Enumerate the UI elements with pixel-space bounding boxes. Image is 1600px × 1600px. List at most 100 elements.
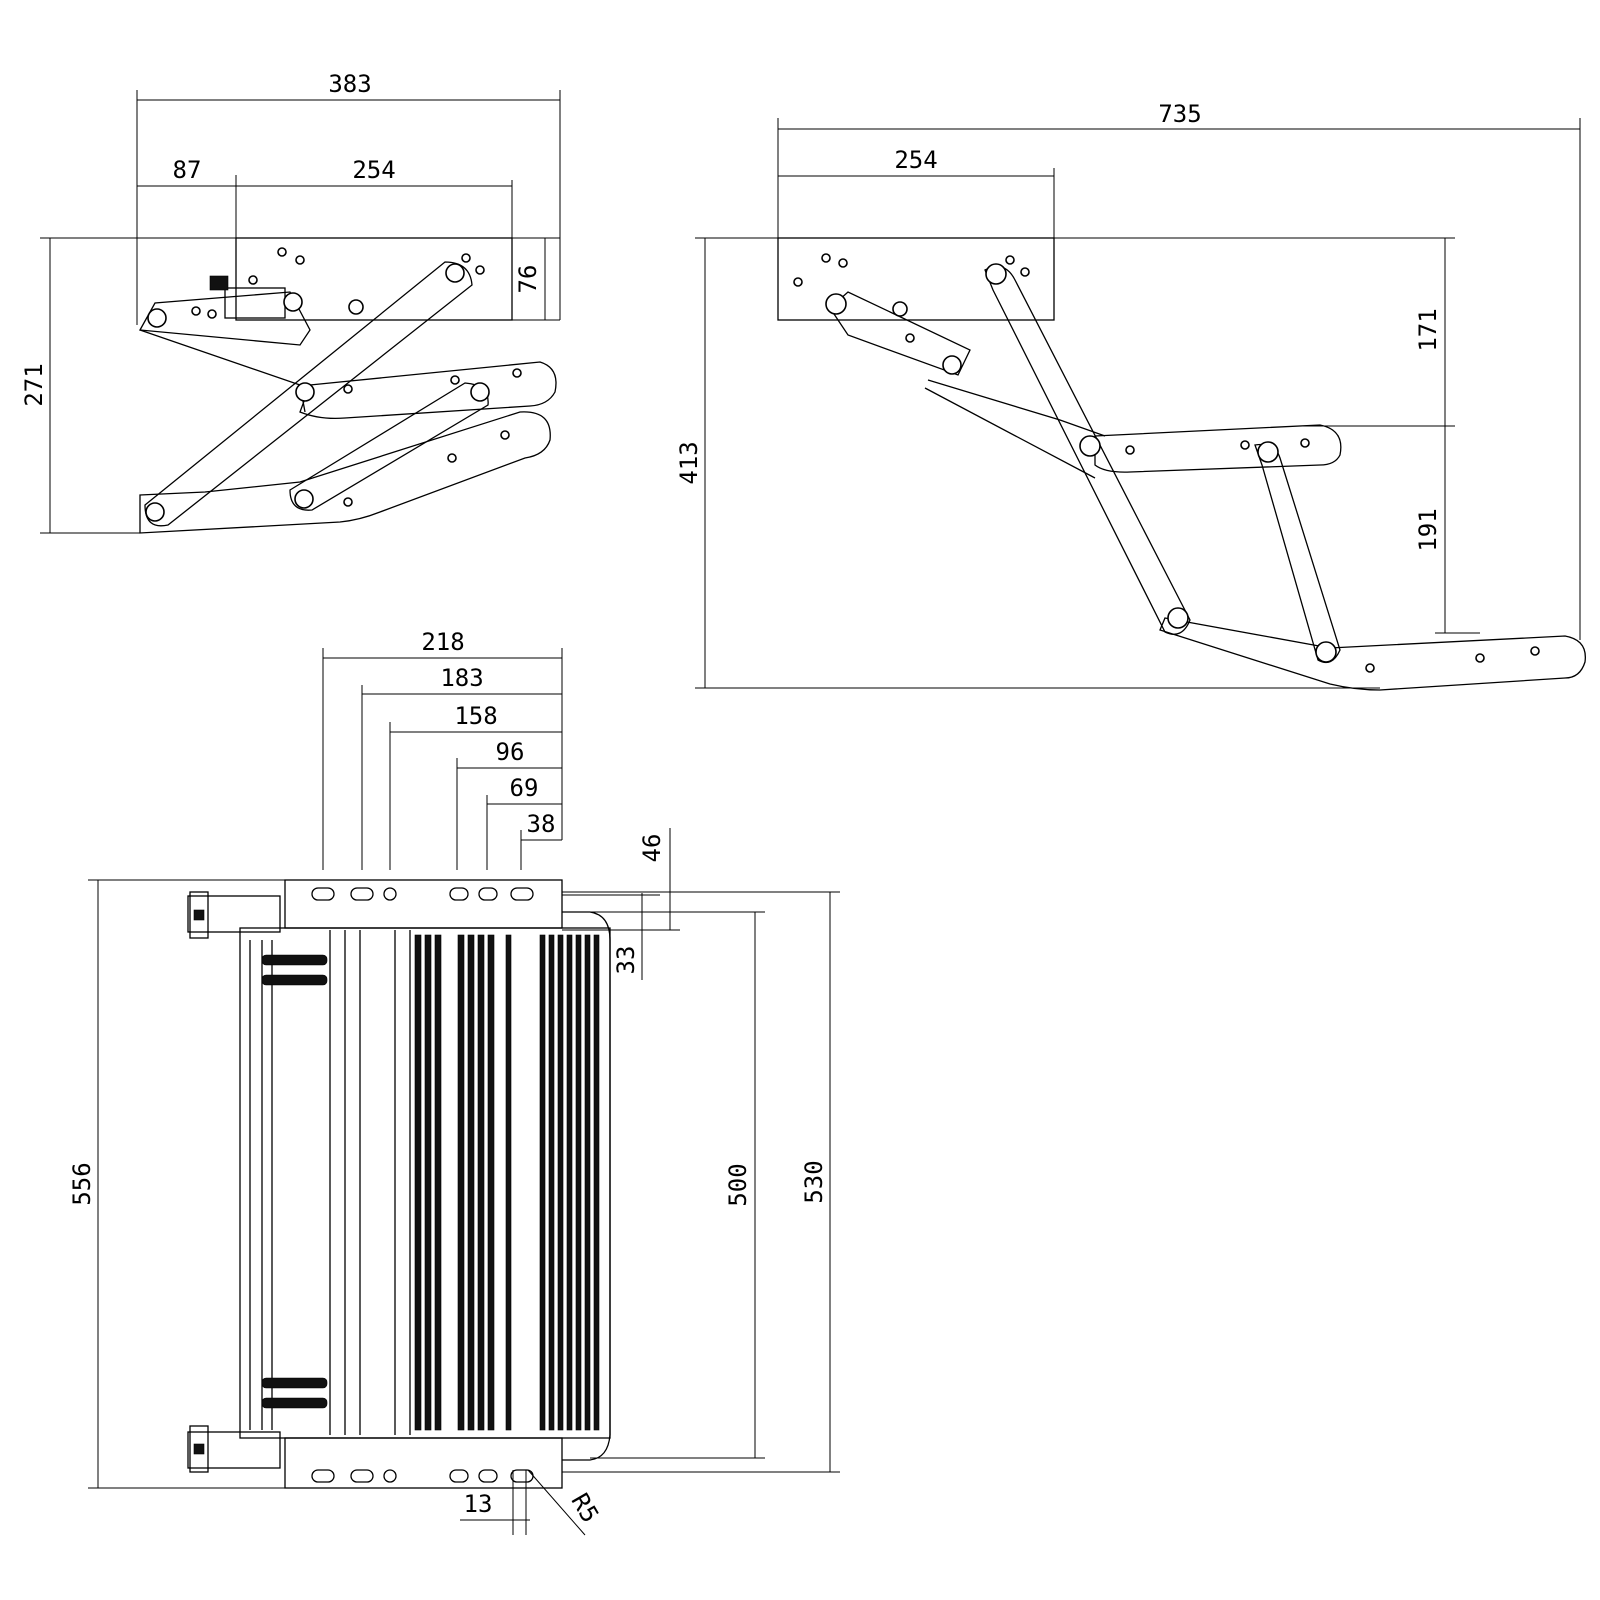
lower-step-tread	[139, 411, 551, 534]
pivot-icon	[294, 489, 314, 509]
dim-overall-height-413: 413	[675, 237, 1380, 689]
bolt-icon	[450, 375, 460, 385]
bolt-icon	[1125, 445, 1135, 455]
dim-overall-height-271: 271	[20, 237, 236, 534]
bolt-icon	[512, 368, 522, 378]
dim-label: 171	[1414, 308, 1442, 351]
bolt-icon	[295, 255, 305, 265]
scissor-arm-short	[289, 382, 489, 511]
pivot-icon	[1167, 607, 1189, 629]
pivot-icon	[295, 382, 315, 402]
bolt-icon	[1300, 438, 1310, 448]
dim-overall-width-735: 735	[777, 100, 1581, 640]
dim-label: 158	[454, 702, 497, 730]
dim-label: 383	[328, 70, 371, 98]
dim-step-width-500: 500	[590, 911, 765, 1459]
step-end-cap	[562, 911, 611, 1461]
link-arm-edge	[139, 329, 306, 413]
mounting-slot	[449, 887, 469, 901]
dim-label: 556	[68, 1162, 96, 1205]
actuator-body	[829, 291, 971, 376]
mounting-slot	[350, 1469, 374, 1483]
dim-label: 76	[514, 265, 542, 294]
dim-hole-96: 96	[456, 738, 562, 870]
dim-label: 96	[496, 738, 525, 766]
dim-label: 38	[527, 810, 556, 838]
mounting-slot	[449, 1469, 469, 1483]
mounting-hole	[383, 887, 397, 901]
dim-hole-158: 158	[389, 702, 562, 870]
pivot-icon	[942, 355, 962, 375]
dim-hole-218: 218	[322, 628, 563, 870]
pivot-icon	[1079, 435, 1101, 457]
scissor-arm-short	[1254, 443, 1341, 664]
bolt-icon	[1020, 267, 1030, 277]
dim-label: 183	[440, 664, 483, 692]
dim-overall-depth-556: 556	[68, 879, 285, 1489]
spring-coil	[209, 275, 229, 291]
pivot-icon	[147, 308, 167, 328]
dim-label: 13	[464, 1490, 493, 1518]
bolt-icon	[207, 309, 217, 319]
hinge-bracket-top	[187, 891, 281, 939]
dim-label: 254	[352, 156, 395, 184]
mounting-slot	[478, 887, 498, 901]
dim-step-width-530: 530	[562, 891, 840, 1473]
spring-coil	[261, 974, 328, 986]
tread-grooves	[414, 934, 600, 1431]
dim-lower-step-drop-191: 191	[1414, 426, 1480, 634]
dim-upper-step-drop-171: 171	[1054, 237, 1455, 427]
mounting-bar-top	[284, 879, 563, 929]
dim-label: 530	[800, 1160, 828, 1203]
bolt-icon	[343, 497, 353, 507]
bolt-icon	[191, 306, 201, 316]
mounting-slot	[311, 887, 335, 901]
mounting-slot	[510, 1469, 534, 1483]
dim-label: 254	[894, 146, 937, 174]
bolt-icon	[838, 258, 848, 268]
bolt-icon	[1475, 653, 1485, 663]
bolt-icon	[461, 253, 471, 263]
pivot-icon	[1315, 641, 1337, 663]
mounting-hole	[383, 1469, 397, 1483]
spring-coil	[261, 1377, 328, 1389]
dim-hole-38: 38	[520, 810, 562, 870]
mounting-plate	[777, 237, 1055, 321]
bolt-icon	[348, 299, 364, 315]
dim-edge-33: 33	[562, 893, 660, 980]
pivot-icon	[470, 382, 490, 402]
spring-coil	[261, 1397, 328, 1409]
bolt-icon	[447, 453, 457, 463]
dim-slot-13: 13	[460, 1470, 530, 1535]
dim-label: 218	[421, 628, 464, 656]
bolt-icon	[821, 253, 831, 263]
pivot-icon	[985, 263, 1007, 285]
pivot-icon	[145, 502, 165, 522]
mounting-slot	[478, 1469, 498, 1483]
pivot-icon	[825, 293, 847, 315]
hinge-bracket-bottom	[187, 1425, 281, 1473]
dim-mount-width-254: 254	[778, 146, 1055, 238]
bolt-icon	[793, 277, 803, 287]
bolt-icon	[500, 430, 510, 440]
mounting-slot	[350, 887, 374, 901]
upper-step-tread	[299, 361, 557, 420]
dim-edge-46: 46	[562, 828, 680, 931]
dim-label: 271	[20, 363, 48, 406]
bolt-icon	[1365, 663, 1375, 673]
link-arm-edge	[927, 379, 1106, 437]
lower-step-tread	[1159, 617, 1586, 691]
pivot-icon	[1257, 441, 1279, 463]
bolt-icon	[343, 384, 353, 394]
bolt-icon	[892, 301, 908, 317]
bolt-icon	[905, 333, 915, 343]
lower-link-arm	[138, 291, 311, 346]
dim-hole-183: 183	[361, 664, 562, 870]
retracted-side-view: 383 87 254 76 271	[20, 70, 561, 534]
plan-view: 218 183 158 96 69 38	[68, 628, 840, 1536]
dim-label: 33	[612, 946, 640, 975]
bolt-icon	[1005, 255, 1015, 265]
bolt-icon	[277, 247, 287, 257]
dim-mount-height-76: 76	[512, 237, 560, 321]
spring-coil	[261, 954, 328, 966]
